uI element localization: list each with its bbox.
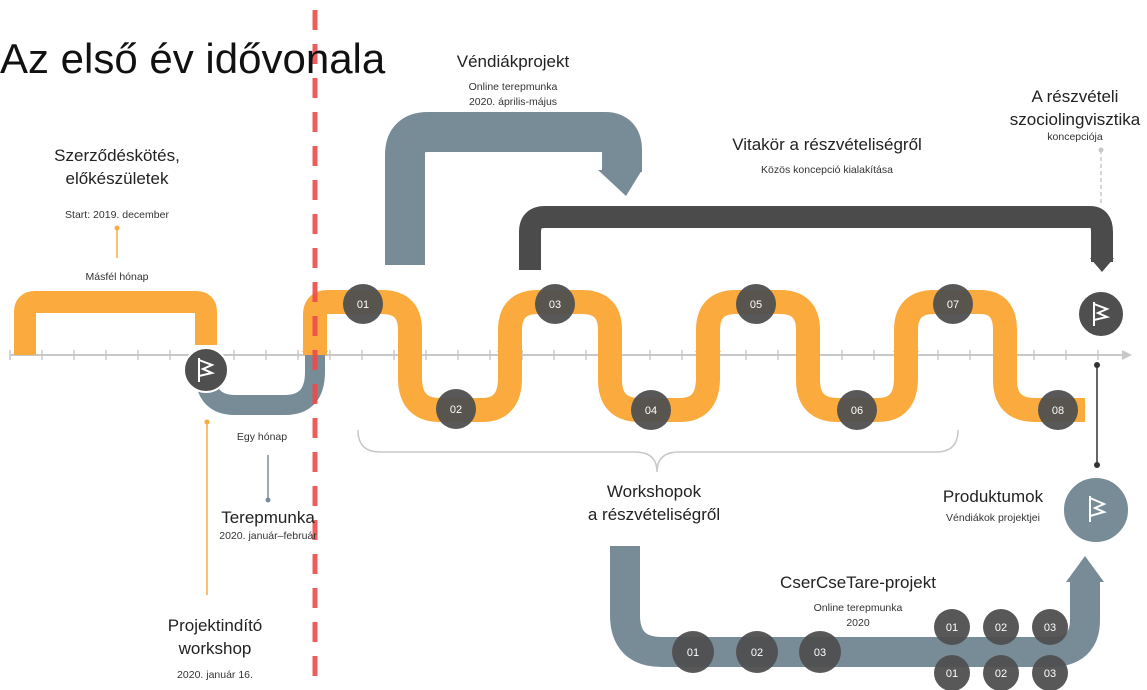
label-projektindito: Projektindító workshop xyxy=(167,616,263,658)
flag-icon xyxy=(198,358,216,382)
product-circle-a-03: 03 xyxy=(1032,609,1068,645)
product-circle-b-01-text: 01 xyxy=(946,668,958,680)
product-circle-a-01-text: 01 xyxy=(946,622,958,634)
projektindito-dot xyxy=(204,419,210,425)
orange-workshop-wave xyxy=(303,290,1085,422)
workshop-circle-06: 06 xyxy=(837,390,877,430)
label-vitakor: Vitakör a részvételiségről xyxy=(732,135,922,154)
start-dot xyxy=(114,225,120,231)
product-circle-b-03-text: 03 xyxy=(1044,668,1056,680)
terepmunka-dot xyxy=(265,497,271,503)
workshop-circle-02: 02 xyxy=(436,389,476,429)
label-produktumok-sub: Véndiákok projektjei xyxy=(946,512,1040,524)
workshop-brace xyxy=(357,429,959,473)
product-circle-a-01: 01 xyxy=(934,609,970,645)
vendiak-arrow-band xyxy=(385,112,642,265)
workshop-circle-03: 03 xyxy=(535,284,575,324)
connector-dot xyxy=(1098,147,1104,153)
label-reszveteli: A részvételi szociolingvisztika xyxy=(1009,87,1141,129)
cser-circle-03: 03 xyxy=(799,631,841,673)
flag-marker-start xyxy=(183,347,229,393)
cser-circle-03-text: 03 xyxy=(814,647,826,659)
workshop-circle-03-text: 03 xyxy=(549,299,561,311)
wave-arrowhead-4 xyxy=(302,336,328,352)
wave-arrowhead-3 xyxy=(893,336,919,352)
product-circle-a-03-text: 03 xyxy=(1044,622,1056,634)
label-szerzodes-text: Szerződéskötés, előkészületek xyxy=(54,146,180,188)
label-start: Start: 2019. december xyxy=(65,209,169,221)
label-vitakor-sub: Közös koncepció kialakítása xyxy=(761,164,893,176)
label-cser-sub: Online terepmunka 2020 xyxy=(813,602,903,629)
cser-circle-02: 02 xyxy=(736,631,778,673)
product-circle-b-01: 01 xyxy=(934,655,970,690)
axis-arrow xyxy=(1122,350,1132,360)
label-terepmunka: Terepmunka xyxy=(221,508,315,527)
wave-arrowhead-1 xyxy=(497,336,523,352)
label-cser: CserCseTare-projekt xyxy=(780,573,936,592)
vendiak-arrowhead xyxy=(598,170,642,196)
label-reszveteli-sub: koncepciója xyxy=(1047,131,1103,143)
workshop-circle-04: 04 xyxy=(631,390,671,430)
workshop-circle-01-text: 01 xyxy=(357,299,369,311)
product-circle-b-03: 03 xyxy=(1032,655,1068,690)
workshop-circle-05: 05 xyxy=(736,284,776,324)
label-egy-honap: Egy hónap xyxy=(236,431,288,443)
produktumok-dot-top xyxy=(1094,362,1100,368)
flag-marker-reszveteli xyxy=(1077,290,1125,338)
cser-circle-01: 01 xyxy=(672,631,714,673)
workshop-circle-08-text: 08 xyxy=(1052,405,1064,417)
product-circle-b-02-text: 02 xyxy=(995,668,1007,680)
vitakor-arrow-band xyxy=(519,206,1113,270)
label-terepmunka-date: 2020. január–február xyxy=(219,530,317,542)
label-vendiak: Véndiákprojekt xyxy=(456,52,570,71)
flag-icon xyxy=(1089,496,1107,522)
label-workshopok: Workshopok a részvételiségről xyxy=(587,482,721,524)
workshop-circle-08: 08 xyxy=(1038,390,1078,430)
workshop-circle-04-text: 04 xyxy=(645,405,657,417)
produktumok-dot-bottom xyxy=(1094,462,1100,468)
flag-icon xyxy=(1093,302,1111,326)
label-szerzodes: Szerződéskötés, előkészületek xyxy=(54,144,180,190)
workshop-circle-07-text: 07 xyxy=(947,299,959,311)
label-masfel-honap: Másfél hónap xyxy=(85,271,149,283)
wave-arrowhead-2 xyxy=(695,336,721,352)
workshop-circle-05-text: 05 xyxy=(750,299,762,311)
product-circle-a-02: 02 xyxy=(983,609,1019,645)
cser-band xyxy=(610,546,1100,667)
workshop-circle-01: 01 xyxy=(343,284,383,324)
flag-marker-produktumok xyxy=(1062,476,1130,544)
vitakor-arrowhead xyxy=(1090,258,1114,272)
product-circle-b-02: 02 xyxy=(983,655,1019,690)
workshop-circle-07: 07 xyxy=(933,284,973,324)
label-vendiak-sub: Online terepmunka 2020. április-május xyxy=(468,81,558,108)
label-projektindito-date: 2020. január 16. xyxy=(177,669,253,681)
label-produktumok: Produktumok xyxy=(942,487,1044,506)
page-title: Az első év idővonala xyxy=(0,35,386,82)
workshop-circle-02-text: 02 xyxy=(450,404,462,416)
product-circle-a-02-text: 02 xyxy=(995,622,1007,634)
cser-circle-01-text: 01 xyxy=(687,647,699,659)
orange-start-band xyxy=(14,291,217,355)
cser-circle-02-text: 02 xyxy=(751,647,763,659)
cser-arrowhead xyxy=(1066,556,1104,582)
workshop-circle-06-text: 06 xyxy=(851,405,863,417)
